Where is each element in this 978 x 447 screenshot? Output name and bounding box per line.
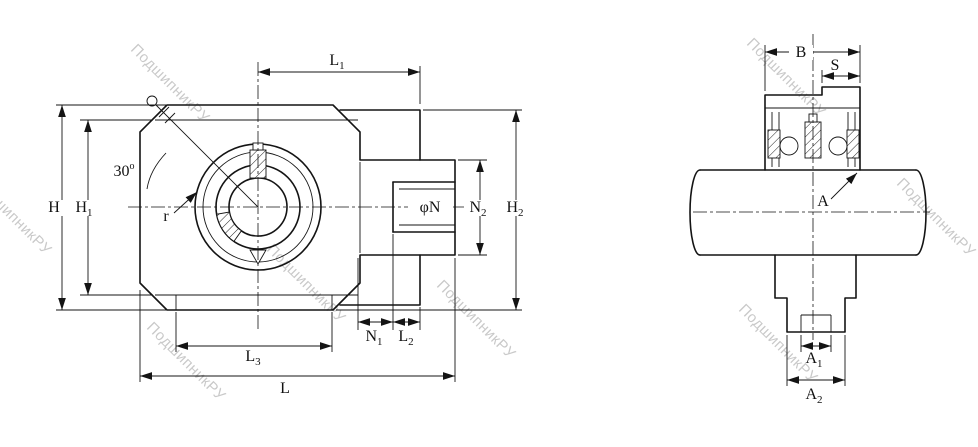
label-mask	[44, 200, 64, 216]
dim-label-H2: H2	[506, 199, 523, 219]
grease-nipple-icon	[146, 95, 158, 107]
guide-rail-bottom	[339, 254, 421, 306]
housing-outline	[139, 104, 456, 311]
race-section-right	[846, 129, 860, 159]
race-section-left	[767, 129, 781, 159]
dimension-N1-L2	[357, 234, 421, 330]
label-masks-left	[44, 197, 530, 216]
label-mask	[464, 200, 492, 216]
leader-A	[830, 172, 858, 200]
shaft	[689, 169, 927, 256]
dimension-L	[139, 258, 456, 382]
dim-label-N1: N1	[365, 328, 382, 348]
shaft-left-end	[689, 169, 701, 256]
dim-label-L3: L3	[245, 348, 261, 368]
left-view: H H1 L1 30o r φN N2 H2 N1 L2 L3 L	[44, 52, 530, 397]
label-mask	[408, 197, 453, 216]
labels-right: B S A A1 A2	[796, 44, 840, 406]
dimension-L1	[258, 66, 421, 104]
dim-label-L1: L1	[329, 52, 344, 72]
ball-left	[779, 136, 799, 156]
dimension-L3	[175, 312, 333, 352]
dim-label-H1: H1	[75, 199, 92, 219]
dim-label-L: L	[280, 380, 290, 397]
grease-axis-line	[154, 103, 259, 208]
nipple-flat-1	[158, 106, 170, 118]
dim-label-A: A	[817, 193, 829, 210]
dim-label-phiN: φN	[420, 199, 441, 216]
dim-label-H: H	[48, 199, 60, 216]
label-mask	[789, 45, 813, 60]
dimension-A1	[800, 335, 832, 352]
leader-line	[173, 191, 198, 214]
dim-label-A2: A2	[805, 386, 822, 406]
dimension-A2	[786, 335, 846, 386]
lower-housing-outline	[774, 254, 857, 333]
shaft-right-end	[915, 169, 927, 256]
angle-arc	[146, 152, 167, 190]
dim-label-r: r	[163, 208, 169, 225]
label-mask	[70, 200, 98, 216]
upper-housing-outline	[764, 86, 861, 171]
dimension-S	[821, 70, 860, 83]
dim-label-30deg: 30o	[114, 161, 135, 180]
nipple-flat-2	[164, 112, 176, 124]
dim-label-N2: N2	[469, 199, 486, 219]
section-hatch-wedge	[216, 211, 243, 243]
dim-label-B: B	[796, 44, 807, 61]
label-masks-right	[789, 45, 813, 60]
housing-body	[139, 104, 456, 311]
centerlines-right	[693, 34, 930, 340]
right-view: B S A A1 A2	[689, 34, 930, 406]
dim-label-A1: A1	[805, 350, 822, 370]
leader-r	[173, 191, 198, 214]
grease-fitting	[146, 95, 259, 208]
ball-right	[828, 136, 848, 156]
guide-rail-top	[339, 109, 421, 161]
labels-left: H H1 L1 30o r φN N2 H2 N1 L2 L3 L	[48, 52, 523, 397]
label-mask	[501, 200, 530, 216]
dim-label-L2: L2	[398, 328, 413, 348]
dim-label-S: S	[831, 57, 840, 74]
leader-line	[830, 172, 858, 200]
